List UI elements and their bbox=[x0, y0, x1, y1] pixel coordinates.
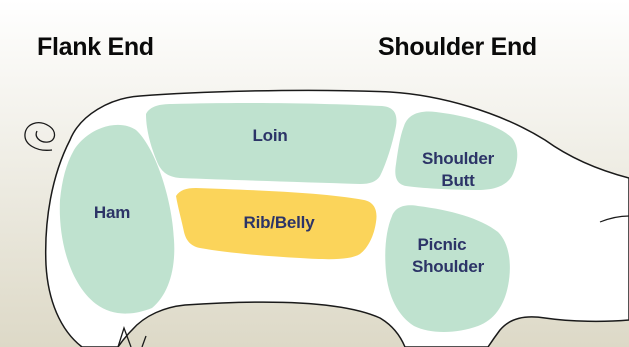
flank-end-label: Flank End bbox=[37, 33, 154, 61]
picnic-shoulder-label-line-1: Picnic bbox=[418, 235, 467, 254]
rib-belly-label: Rib/Belly bbox=[244, 213, 316, 232]
ham-label: Ham bbox=[94, 203, 130, 222]
shoulder-butt-label-line-1: Shoulder bbox=[422, 149, 495, 168]
picnic-shoulder-label-line-2: Shoulder bbox=[412, 257, 485, 276]
shoulder-butt-label-line-2: Butt bbox=[441, 171, 475, 190]
shoulder-end-label: Shoulder End bbox=[378, 33, 537, 61]
loin-label: Loin bbox=[252, 126, 287, 145]
